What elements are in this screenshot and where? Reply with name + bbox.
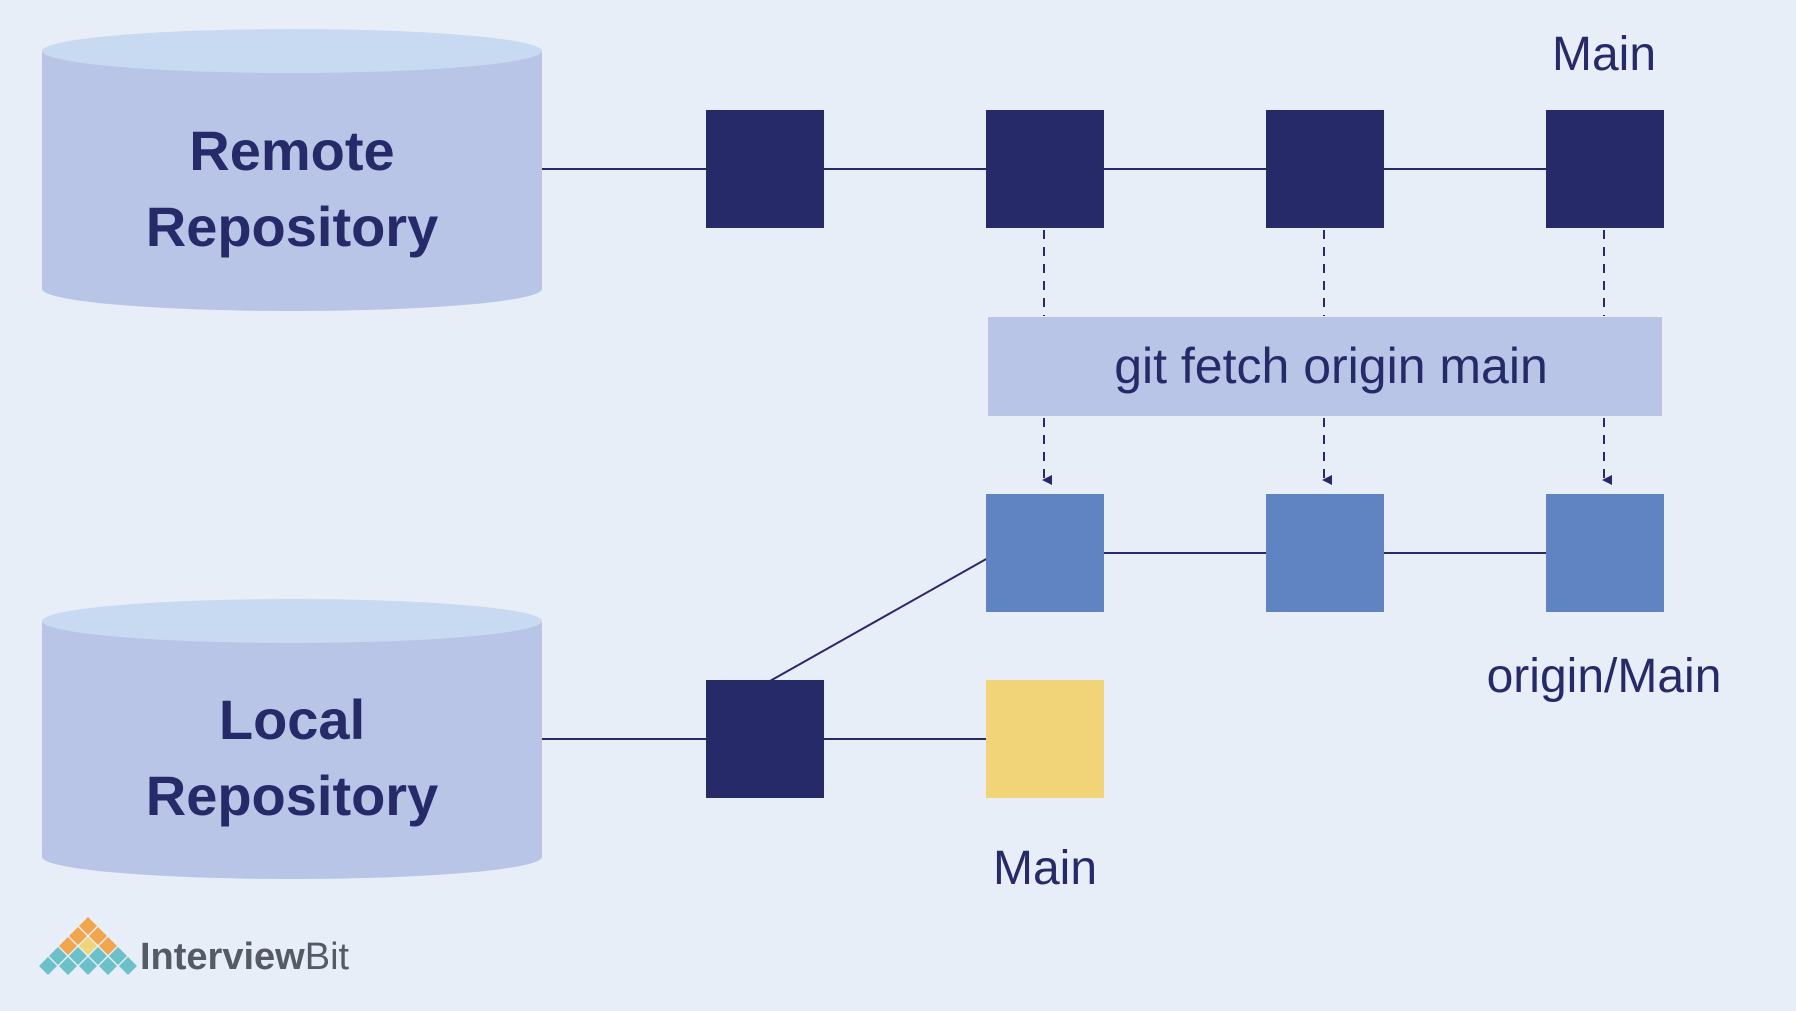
origin-commits xyxy=(986,494,1664,612)
origin-commit-3 xyxy=(1546,494,1664,612)
fetch-arrows xyxy=(1042,230,1612,485)
local-commit-main xyxy=(986,680,1104,798)
logo-text-bit: Bit xyxy=(305,936,350,978)
local-commit-base xyxy=(706,680,824,798)
origin-main-label: origin/Main xyxy=(1487,650,1722,703)
svg-text:InterviewBit: InterviewBit xyxy=(140,936,350,978)
remote-commits xyxy=(706,110,1664,228)
remote-commit-4 xyxy=(1546,110,1664,228)
local-main-label: Main xyxy=(993,842,1097,895)
remote-commit-1 xyxy=(706,110,824,228)
branch-divergence-line xyxy=(769,557,989,682)
local-repository-cylinder: Local Repository xyxy=(42,599,542,879)
fetch-command-text: git fetch origin main xyxy=(1114,338,1548,394)
origin-commit-2 xyxy=(1266,494,1384,612)
interviewbit-logo: InterviewBit xyxy=(39,917,350,978)
local-repository-label-line1: Local xyxy=(219,688,365,751)
origin-commit-1 xyxy=(986,494,1104,612)
local-repository-label-line2: Repository xyxy=(146,764,439,827)
interviewbit-logo-icon xyxy=(39,917,137,975)
fetch-command-box: git fetch origin main xyxy=(988,317,1662,416)
remote-main-label: Main xyxy=(1552,28,1656,81)
remote-commit-3 xyxy=(1266,110,1384,228)
remote-commit-2 xyxy=(986,110,1104,228)
remote-repository-label-line2: Repository xyxy=(146,195,439,258)
remote-repository-label-line1: Remote xyxy=(189,119,394,182)
logo-text-interview: Interview xyxy=(140,936,305,978)
remote-repository-cylinder: Remote Repository xyxy=(42,29,542,311)
